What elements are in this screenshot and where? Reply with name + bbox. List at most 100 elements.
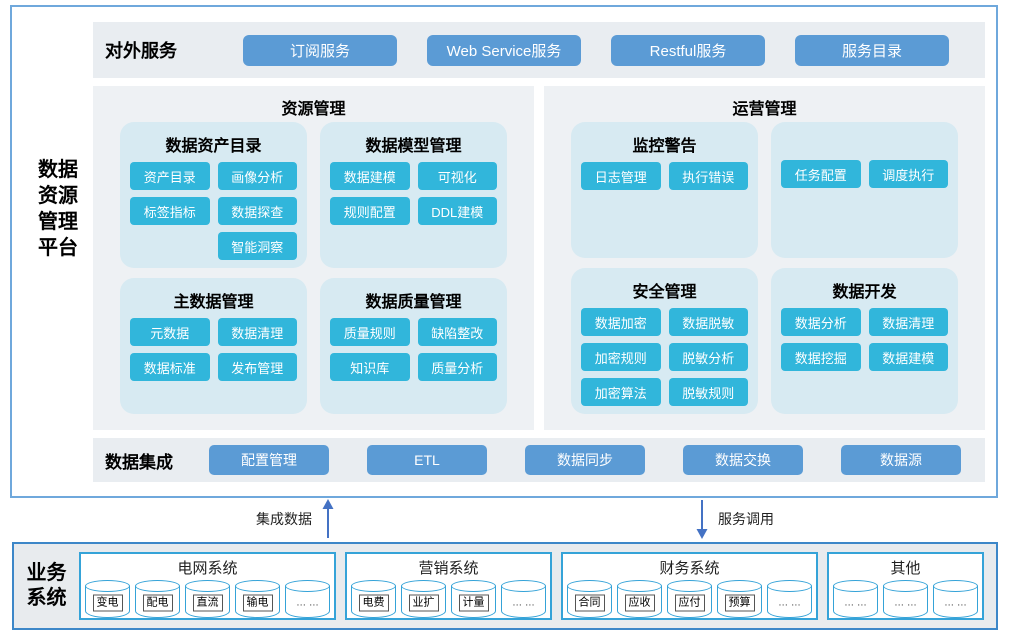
module-button[interactable]: 知识库: [330, 353, 410, 381]
cylinder-label: 预算: [724, 594, 755, 612]
service-call-label: 服务调用: [718, 511, 774, 527]
subpanel-title: 数据资产目录: [165, 138, 262, 155]
module-button[interactable]: 数据建模: [868, 343, 948, 371]
resource-subgrid: 数据资产目录 资产目录 画像分析 标签指标 数据探查 智能洞察 数据模型管理: [120, 122, 507, 414]
panel-resource-mgmt: 资源管理 数据资产目录 资产目录 画像分析 标签指标 数据探查 智能洞察: [93, 86, 534, 430]
module-button[interactable]: DDL建模: [417, 197, 497, 225]
cylinder-label: 直流: [192, 594, 223, 612]
platform-title-line: 数据: [38, 159, 78, 181]
restful-service-button[interactable]: Restful服务: [611, 34, 765, 66]
panel-operation-mgmt: 运营管理 监控警告 日志管理 执行错误 任务配置 调度执行: [544, 86, 985, 430]
database-cylinder-icon: 应收: [617, 580, 662, 618]
module-button[interactable]: 数据探查: [217, 197, 297, 225]
module-button[interactable]: 数据脱敏: [668, 308, 748, 336]
module-button[interactable]: 数据建模: [330, 162, 410, 190]
config-mgmt-button[interactable]: 配置管理: [209, 445, 329, 475]
cylinder-shape: [883, 580, 928, 592]
database-cylinder-icon: 电费: [351, 580, 396, 618]
cylinder-label: 应收: [624, 594, 655, 612]
web-service-button[interactable]: Web Service服务: [427, 34, 581, 66]
module-button[interactable]: 执行错误: [668, 162, 748, 190]
module-button[interactable]: 脱敏分析: [668, 343, 748, 371]
module-button[interactable]: 缺陷整改: [417, 318, 497, 346]
cylinder-shape: [833, 580, 878, 592]
database-cylinder-icon: … …: [833, 580, 878, 618]
service-call-flow: 服务调用: [695, 499, 774, 539]
systems-row: 电网系统 变电 配电 直流: [79, 552, 984, 620]
database-cylinder-icon: … …: [767, 580, 812, 618]
subpanel-title: 安全管理: [632, 284, 697, 301]
system-box-power-grid: 电网系统 变电 配电 直流: [79, 552, 336, 620]
subpanel-monitor-alert: 监控警告 日志管理 执行错误: [571, 122, 758, 258]
service-catalog-button[interactable]: 服务目录: [795, 34, 949, 66]
platform-title-line: 管理: [38, 211, 78, 233]
cylinder-shape: [501, 580, 546, 592]
module-button[interactable]: 发布管理: [217, 353, 297, 381]
module-button[interactable]: 智能洞察: [217, 232, 297, 260]
module-button[interactable]: 数据分析: [781, 308, 861, 336]
cylinder-shape: [285, 580, 330, 592]
external-services-buttons: 订阅服务 Web Service服务 Restful服务 服务目录: [243, 34, 949, 66]
module-button[interactable]: 质量规则: [330, 318, 410, 346]
cylinder-shape: [501, 586, 546, 618]
module-button[interactable]: 数据清理: [868, 308, 948, 336]
business-systems-section: 业务 系统 电网系统 变电 配电: [12, 542, 998, 630]
main-panels: 资源管理 数据资产目录 资产目录 画像分析 标签指标 数据探查 智能洞察: [93, 86, 985, 430]
cylinder-shape: [717, 580, 762, 592]
module-button[interactable]: 资产目录: [130, 162, 210, 190]
module-button[interactable]: 画像分析: [217, 162, 297, 190]
module-button[interactable]: 数据标准: [130, 353, 210, 381]
module-button[interactable]: 元数据: [130, 318, 210, 346]
button-grid: 质量规则 缺陷整改 知识库 质量分析: [330, 318, 497, 381]
system-title: 其他: [890, 560, 921, 577]
cylinder-label: 合同: [574, 594, 605, 612]
cylinder-label: 变电: [92, 594, 123, 612]
module-button[interactable]: 数据挖掘: [781, 343, 861, 371]
module-button[interactable]: 脱敏规则: [668, 378, 748, 406]
cylinder-shape: [933, 580, 978, 592]
module-button[interactable]: 加密算法: [581, 378, 661, 406]
database-cylinder-icon: 配电: [135, 580, 180, 618]
button-grid: 数据加密 数据脱敏 加密规则 脱敏分析 加密算法 脱敏规则: [581, 308, 748, 406]
module-button[interactable]: 数据清理: [217, 318, 297, 346]
module-button[interactable]: 日志管理: [581, 162, 661, 190]
button-grid: 数据建模 可视化 规则配置 DDL建模: [330, 162, 497, 225]
data-sync-button[interactable]: 数据同步: [525, 445, 645, 475]
cylinder-shape: [667, 580, 712, 592]
cylinder-row: 变电 配电 直流 输电: [81, 578, 334, 624]
cylinder-label: … …: [894, 597, 917, 609]
database-cylinder-icon: 预算: [717, 580, 762, 618]
cylinder-shape: [85, 580, 130, 592]
operation-subgrid: 监控警告 日志管理 执行错误 任务配置 调度执行: [571, 122, 958, 414]
module-button[interactable]: 标签指标: [130, 197, 210, 225]
button-grid: 任务配置 调度执行: [781, 160, 948, 188]
system-title: 财务系统: [659, 560, 720, 577]
cylinder-label: 业扩: [408, 594, 439, 612]
subpanel-title: 数据开发: [832, 284, 897, 301]
data-integration-label: 数据集成: [105, 452, 173, 472]
cylinder-label: 电费: [358, 594, 389, 612]
database-cylinder-icon: 合同: [567, 580, 612, 618]
etl-button[interactable]: ETL: [367, 445, 487, 475]
module-button[interactable]: 加密规则: [581, 343, 661, 371]
cylinder-row: 电费 业扩 计量 … …: [347, 578, 550, 624]
module-button[interactable]: 调度执行: [868, 160, 948, 188]
module-button[interactable]: 规则配置: [330, 197, 410, 225]
business-title-line: 系统: [26, 587, 67, 609]
subpanel-security-mgmt: 安全管理 数据加密 数据脱敏 加密规则 脱敏分析 加密算法 脱敏规则: [571, 268, 758, 414]
button-grid: 数据分析 数据清理 数据挖掘 数据建模: [781, 308, 948, 371]
data-exchange-button[interactable]: 数据交换: [683, 445, 803, 475]
database-cylinder-icon: … …: [933, 580, 978, 618]
module-button[interactable]: 可视化: [417, 162, 497, 190]
platform-container: 数据 资源 管理 平台 对外服务 订阅服务 Web Service服务 Rest…: [10, 5, 998, 498]
module-button[interactable]: 质量分析: [417, 353, 497, 381]
module-button[interactable]: 数据加密: [581, 308, 661, 336]
cylinder-label: … …: [296, 597, 319, 609]
database-cylinder-icon: 变电: [85, 580, 130, 618]
data-source-button[interactable]: 数据源: [841, 445, 961, 475]
system-box-finance: 财务系统 合同 应收 应付: [561, 552, 818, 620]
module-button[interactable]: 任务配置: [781, 160, 861, 188]
cylinder-shape: [135, 580, 180, 592]
subscription-service-button[interactable]: 订阅服务: [243, 34, 397, 66]
